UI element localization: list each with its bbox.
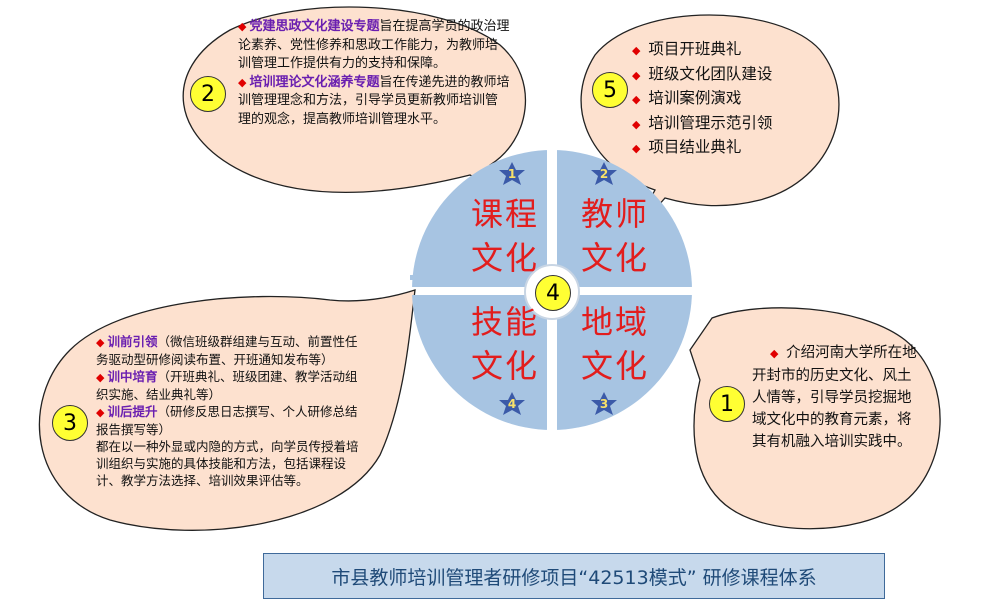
bubble-2-number: 2 bbox=[190, 76, 226, 112]
bubble-1-shape bbox=[689, 307, 941, 530]
bubble-5-number: 5 bbox=[592, 72, 628, 108]
diagram-title: 市县教师培训管理者研修项目“42513模式” 研修课程体系 bbox=[331, 566, 817, 589]
bubble-3-item2-title: 训中培育 bbox=[107, 369, 158, 384]
bubble-3-item1-title: 训前引领 bbox=[107, 334, 158, 349]
bubble-5-item-4: 培训管理示范引领 bbox=[648, 113, 773, 132]
quadrant-2-line2: 文化 bbox=[580, 239, 649, 277]
quadrant-4-line1: 地域 bbox=[580, 303, 649, 341]
bubble-5-item-5: 项目结业典礼 bbox=[648, 138, 742, 156]
list-item: ◆ 项目结业典礼 bbox=[632, 136, 832, 161]
bubble-2-item2-title: 培训理论文化涵养专题 bbox=[249, 74, 380, 90]
red-diamond-icon: ◆ bbox=[632, 93, 641, 106]
red-diamond-icon: ◆ bbox=[238, 20, 247, 33]
bubble-2-text: ◆党建思政文化建设专题旨在提高学员的政治理论素养、党性修养和思政工作能力，为教师… bbox=[238, 18, 510, 129]
red-diamond-icon: ◆ bbox=[238, 75, 247, 89]
red-diamond-icon: ◆ bbox=[770, 347, 779, 360]
star-badge-icon bbox=[499, 162, 617, 415]
bubble-5-item-1: 项目开班典礼 bbox=[648, 40, 742, 58]
bubble-2-item1-title: 党建思政文化建设专题 bbox=[249, 19, 380, 34]
quadrant-4-label: 地域 文化 bbox=[575, 300, 655, 388]
bubble-3-text: ◆训前引领（微信班级群组建与互动、前置性任务驱动型研修阅读布置、开班通知发布等）… bbox=[96, 333, 360, 489]
list-item: ◆ 项目开班典礼 bbox=[632, 38, 832, 63]
quadrant-1-label: 课程 文化 bbox=[465, 192, 545, 280]
quadrant-1-line2: 文化 bbox=[470, 239, 539, 277]
diagram-title-box: 市县教师培训管理者研修项目“42513模式” 研修课程体系 bbox=[263, 553, 885, 599]
quadrant-2-badge: 2 bbox=[599, 167, 609, 181]
bubble-5-list: ◆ 项目开班典礼 ◆ 班级文化团队建设 ◆ 培训案例演戏 ◆ 培训管理示范引领 … bbox=[632, 38, 832, 161]
list-item: ◆ 培训管理示范引领 bbox=[632, 112, 832, 137]
red-diamond-icon: ◆ bbox=[96, 371, 105, 384]
quadrant-1-badge: 1 bbox=[507, 167, 517, 181]
red-diamond-icon: ◆ bbox=[96, 336, 105, 349]
red-diamond-icon: ◆ bbox=[632, 142, 641, 155]
list-item: ◆ 培训案例演戏 bbox=[632, 87, 832, 112]
quadrant-3-line1: 技能 bbox=[470, 303, 539, 341]
list-item: ◆ 班级文化团队建设 bbox=[632, 63, 832, 88]
bubble-5-shape bbox=[580, 14, 840, 241]
red-diamond-icon: ◆ bbox=[96, 406, 105, 419]
bubble-3-item3-text: （研修反思日志撰写、个人研修总结报告撰写等） bbox=[96, 404, 358, 437]
bubble-1-number: 1 bbox=[709, 386, 745, 422]
red-diamond-icon: ◆ bbox=[632, 68, 641, 82]
bubble-3-number: 3 bbox=[52, 405, 88, 441]
bubble-3-item3-title: 训后提升 bbox=[107, 404, 158, 419]
bubble-3-item1-text: （微信班级群组建与互动、前置性任务驱动型研修阅读布置、开班通知发布等） bbox=[96, 334, 358, 367]
quadrant-2-label: 教师 文化 bbox=[575, 192, 655, 280]
bubble-1-body: 介绍河南大学所在地开封市的历史文化、风土人情等，引导学员挖掘地域文化中的教育元素… bbox=[752, 345, 917, 450]
bubble-2-item2-text: 旨在传递先进的教师培训管理理念和方法，引导学员更新教师培训管理的观念，提高教师培… bbox=[238, 74, 510, 127]
bubble-5-item-3: 培训案例演戏 bbox=[648, 89, 742, 107]
quadrant-4-line2: 文化 bbox=[580, 347, 649, 385]
bubble-5-item-2: 班级文化团队建设 bbox=[648, 64, 773, 83]
bubble-3-summary: 都在以一种外显或内隐的方式，向学员传授着培训组织与实施的具体技能和方法，包括课程… bbox=[96, 439, 359, 488]
red-diamond-icon: ◆ bbox=[632, 117, 641, 131]
bubble-2-shape bbox=[182, 6, 527, 204]
center-number-badge: 4 bbox=[535, 275, 571, 311]
quadrant-4-badge: 3 bbox=[599, 397, 609, 411]
quadrant-3-badge: 4 bbox=[507, 397, 517, 411]
quadrant-3-label: 技能 文化 bbox=[465, 300, 545, 388]
quadrant-1-line1: 课程 bbox=[470, 195, 539, 233]
quadrant-3-line2: 文化 bbox=[470, 347, 539, 385]
bubble-1-text: ◆ 介绍河南大学所在地开封市的历史文化、风土人情等，引导学员挖掘地域文化中的教育… bbox=[752, 342, 920, 453]
red-diamond-icon: ◆ bbox=[632, 44, 641, 57]
quadrant-2-line1: 教师 bbox=[580, 195, 649, 233]
bubble-3-item2-text: （开班典礼、班级团建、教学活动组织实施、结业典礼等） bbox=[96, 369, 358, 402]
bubble-3-shape bbox=[38, 289, 416, 531]
bubble-2-item1-text: 旨在提高学员的政治理论素养、党性修养和思政工作能力，为教师培训管理工作提供有力的… bbox=[238, 19, 510, 71]
